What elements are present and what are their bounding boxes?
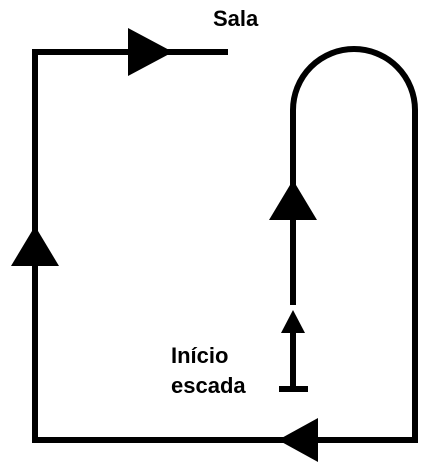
start-label-line-2: escada [171,373,246,398]
arrowheads [11,28,318,462]
arrow-left-bottom-icon [278,418,318,462]
start-label-line-1: Início [171,343,228,368]
arrow-right-top-icon [128,28,173,76]
main-route-line [32,46,418,443]
arrow-up-start-icon [281,310,305,333]
path-lines [32,46,418,443]
arrow-up-left-side-icon [11,226,59,266]
destination-label: Sala [213,6,259,31]
arrow-up-stair-icon [269,180,317,220]
